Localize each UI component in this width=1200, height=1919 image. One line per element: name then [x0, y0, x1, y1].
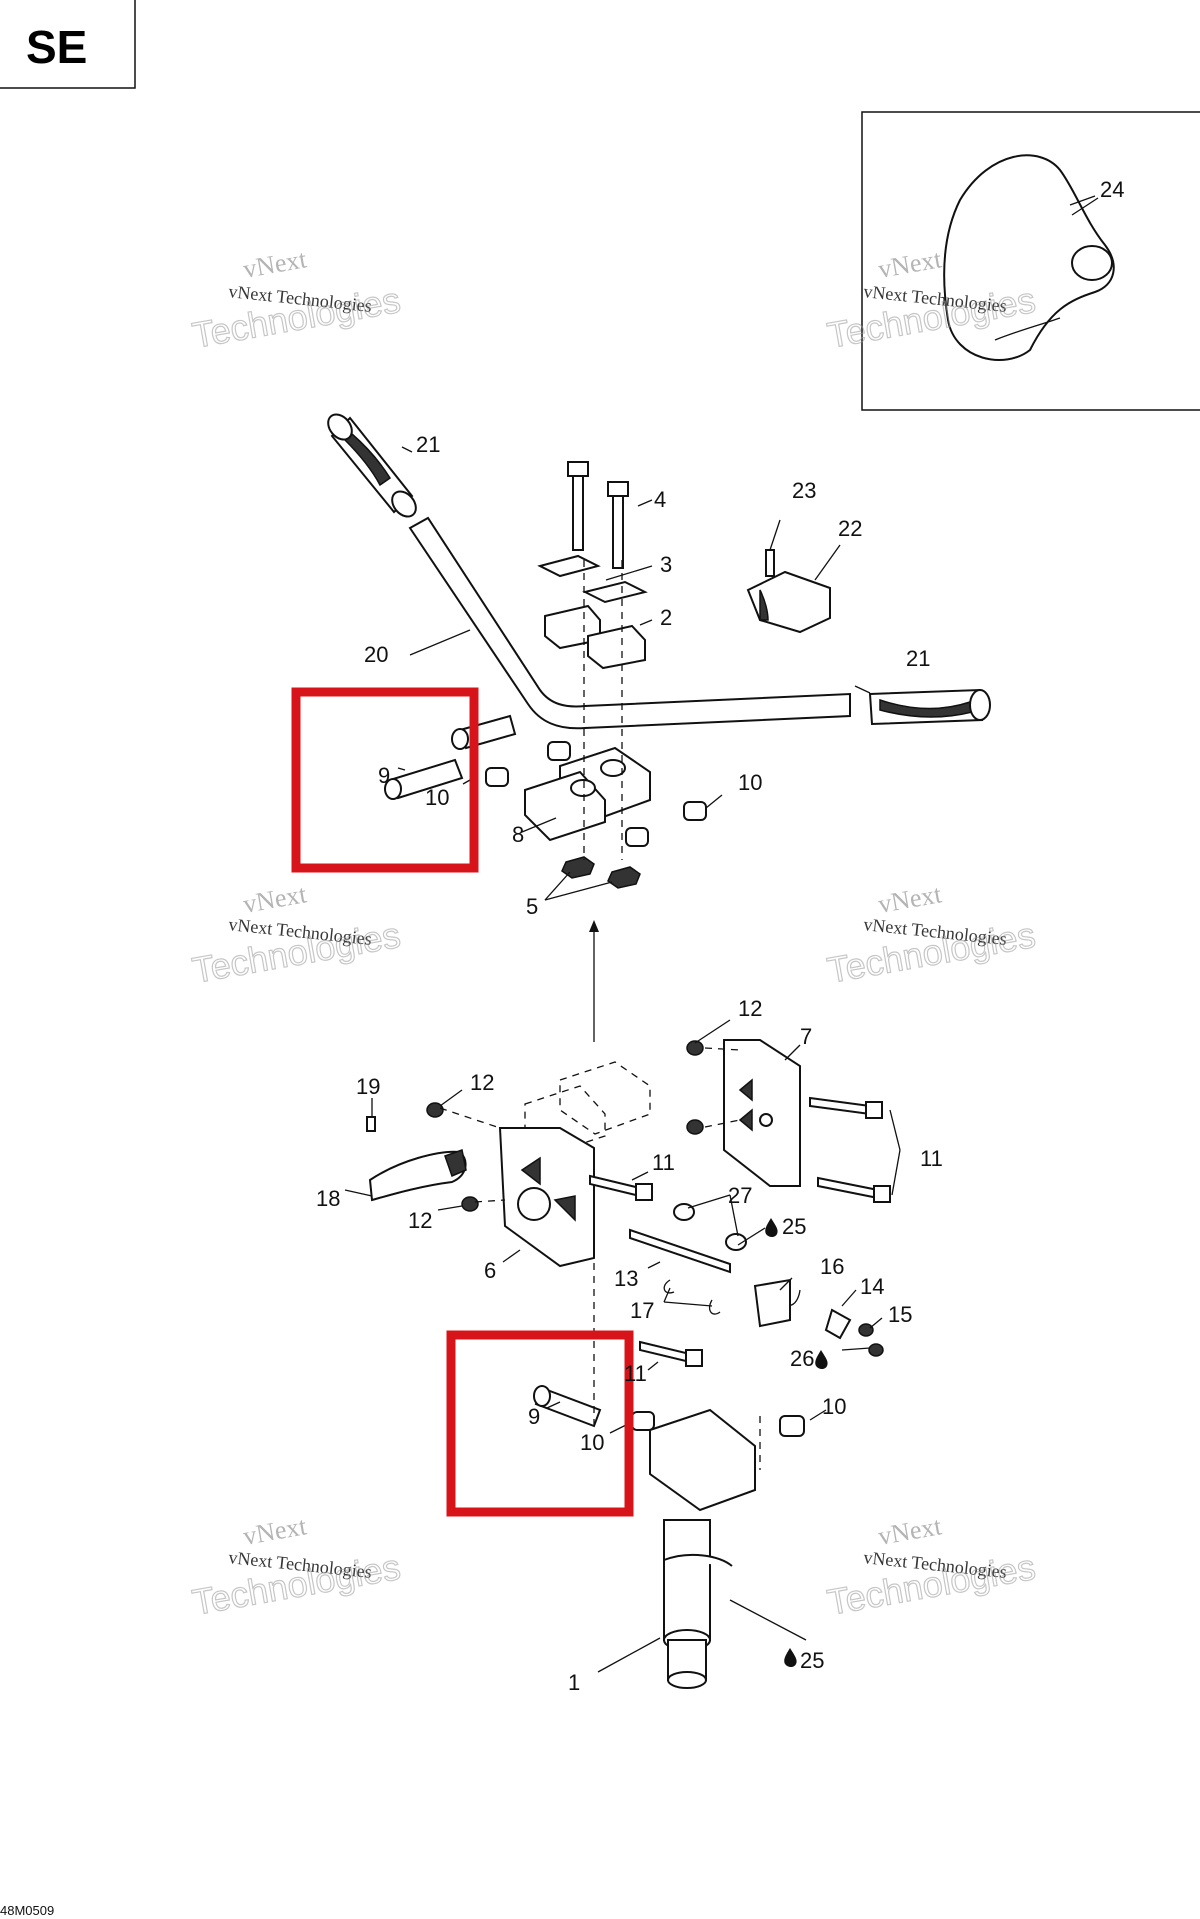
assembly-dashes	[439, 560, 761, 1470]
callout-22: 22	[838, 516, 862, 541]
callout-12-top: 12	[738, 996, 762, 1021]
callout-16: 16	[820, 1254, 844, 1279]
inset-panel	[861, 111, 1200, 411]
cover-and-screw	[746, 549, 831, 634]
callout-5: 5	[526, 894, 538, 919]
lower-pins	[533, 1385, 805, 1437]
svg-text:vNext: vNext	[241, 1511, 309, 1551]
callout-12-mid: 12	[470, 1070, 494, 1095]
callout-14: 14	[860, 1274, 884, 1299]
svg-text:vNext: vNext	[241, 879, 309, 919]
clamp-plates	[537, 554, 648, 604]
watermark-3: vNext vNext Technologies Technologies	[189, 879, 404, 991]
washers-12	[426, 1040, 704, 1212]
callout-23: 23	[792, 478, 816, 503]
callout-24: 24	[1100, 177, 1124, 202]
grease-drop-icon	[815, 1350, 828, 1369]
bolts-11	[589, 1096, 891, 1367]
highlight-box-upper	[291, 687, 479, 873]
svg-text:vNext: vNext	[876, 879, 944, 919]
callout-2: 2	[660, 605, 672, 630]
handlebar-cover-part	[943, 154, 1115, 361]
callout-26: 26	[790, 1346, 814, 1371]
callout-27: 27	[728, 1183, 752, 1208]
variant-badge: SE	[0, 0, 136, 89]
grease-drop-icon	[765, 1218, 778, 1237]
callout-25-mid: 25	[782, 1214, 806, 1239]
callout-10-low-left: 10	[580, 1430, 604, 1455]
watermark-5: vNext vNext Technologies Technologies	[189, 1511, 404, 1623]
callout-20: 20	[364, 642, 388, 667]
callout-21-top: 21	[416, 432, 440, 457]
clips-17	[663, 1279, 721, 1315]
svg-text:vNext: vNext	[876, 1511, 944, 1551]
riser-block	[524, 746, 651, 842]
watermark-6: vNext vNext Technologies Technologies	[824, 1511, 1039, 1623]
bolts	[567, 461, 629, 569]
callout-7: 7	[800, 1024, 812, 1049]
callout-11-right: 11	[920, 1146, 943, 1171]
watermark-4: vNext vNext Technologies Technologies	[824, 879, 1039, 991]
shaft-and-spring	[629, 1228, 884, 1357]
steering-column	[649, 1408, 756, 1689]
watermark-1: vNext vNext Technologies Technologies	[189, 244, 404, 356]
callout-10-top-left: 10	[425, 785, 449, 810]
callout-3: 3	[660, 552, 672, 577]
nuts-5	[561, 856, 641, 889]
callout-1: 1	[568, 1670, 580, 1695]
callout-9-low: 9	[528, 1404, 540, 1429]
leader-lines	[344, 195, 1096, 1673]
callout-17: 17	[630, 1298, 654, 1323]
callouts: 24 21 4 23 22 3 2 20 21 9 10 10 8 5 12 7…	[316, 177, 1124, 1695]
callout-15: 15	[888, 1302, 912, 1327]
side-plate-right	[723, 1039, 801, 1187]
upper-clamps	[544, 604, 646, 670]
upper-pins	[384, 714, 707, 847]
callout-25-low: 25	[800, 1648, 824, 1673]
callout-21-right: 21	[906, 646, 930, 671]
callout-11-mid: 11	[652, 1150, 675, 1175]
diagram-code: 48M0509	[0, 1903, 54, 1918]
grip-left	[327, 413, 417, 518]
callout-9-top: 9	[378, 763, 390, 788]
grease-drop-icon	[784, 1648, 797, 1667]
svg-text:vNext: vNext	[241, 244, 309, 284]
callout-6: 6	[484, 1258, 496, 1283]
callout-18: 18	[316, 1186, 340, 1211]
callout-10-low-right: 10	[822, 1394, 846, 1419]
callout-13: 13	[614, 1266, 638, 1291]
callout-19: 19	[356, 1074, 380, 1099]
callout-11-low: 11	[624, 1361, 647, 1386]
brake-lever	[366, 1116, 467, 1202]
variant-badge-label: SE	[26, 21, 87, 73]
handlebar	[408, 516, 851, 730]
side-plate-left	[498, 1127, 595, 1268]
grip-right	[868, 688, 991, 726]
callout-4: 4	[654, 487, 666, 512]
callout-12-low: 12	[408, 1208, 432, 1233]
assembly-arrow	[589, 920, 599, 1042]
washers-27	[673, 1203, 747, 1251]
grease-drops	[765, 1218, 828, 1667]
callout-10-top-right: 10	[738, 770, 762, 795]
callout-8: 8	[512, 822, 524, 847]
highlight-box-lower	[446, 1330, 634, 1517]
